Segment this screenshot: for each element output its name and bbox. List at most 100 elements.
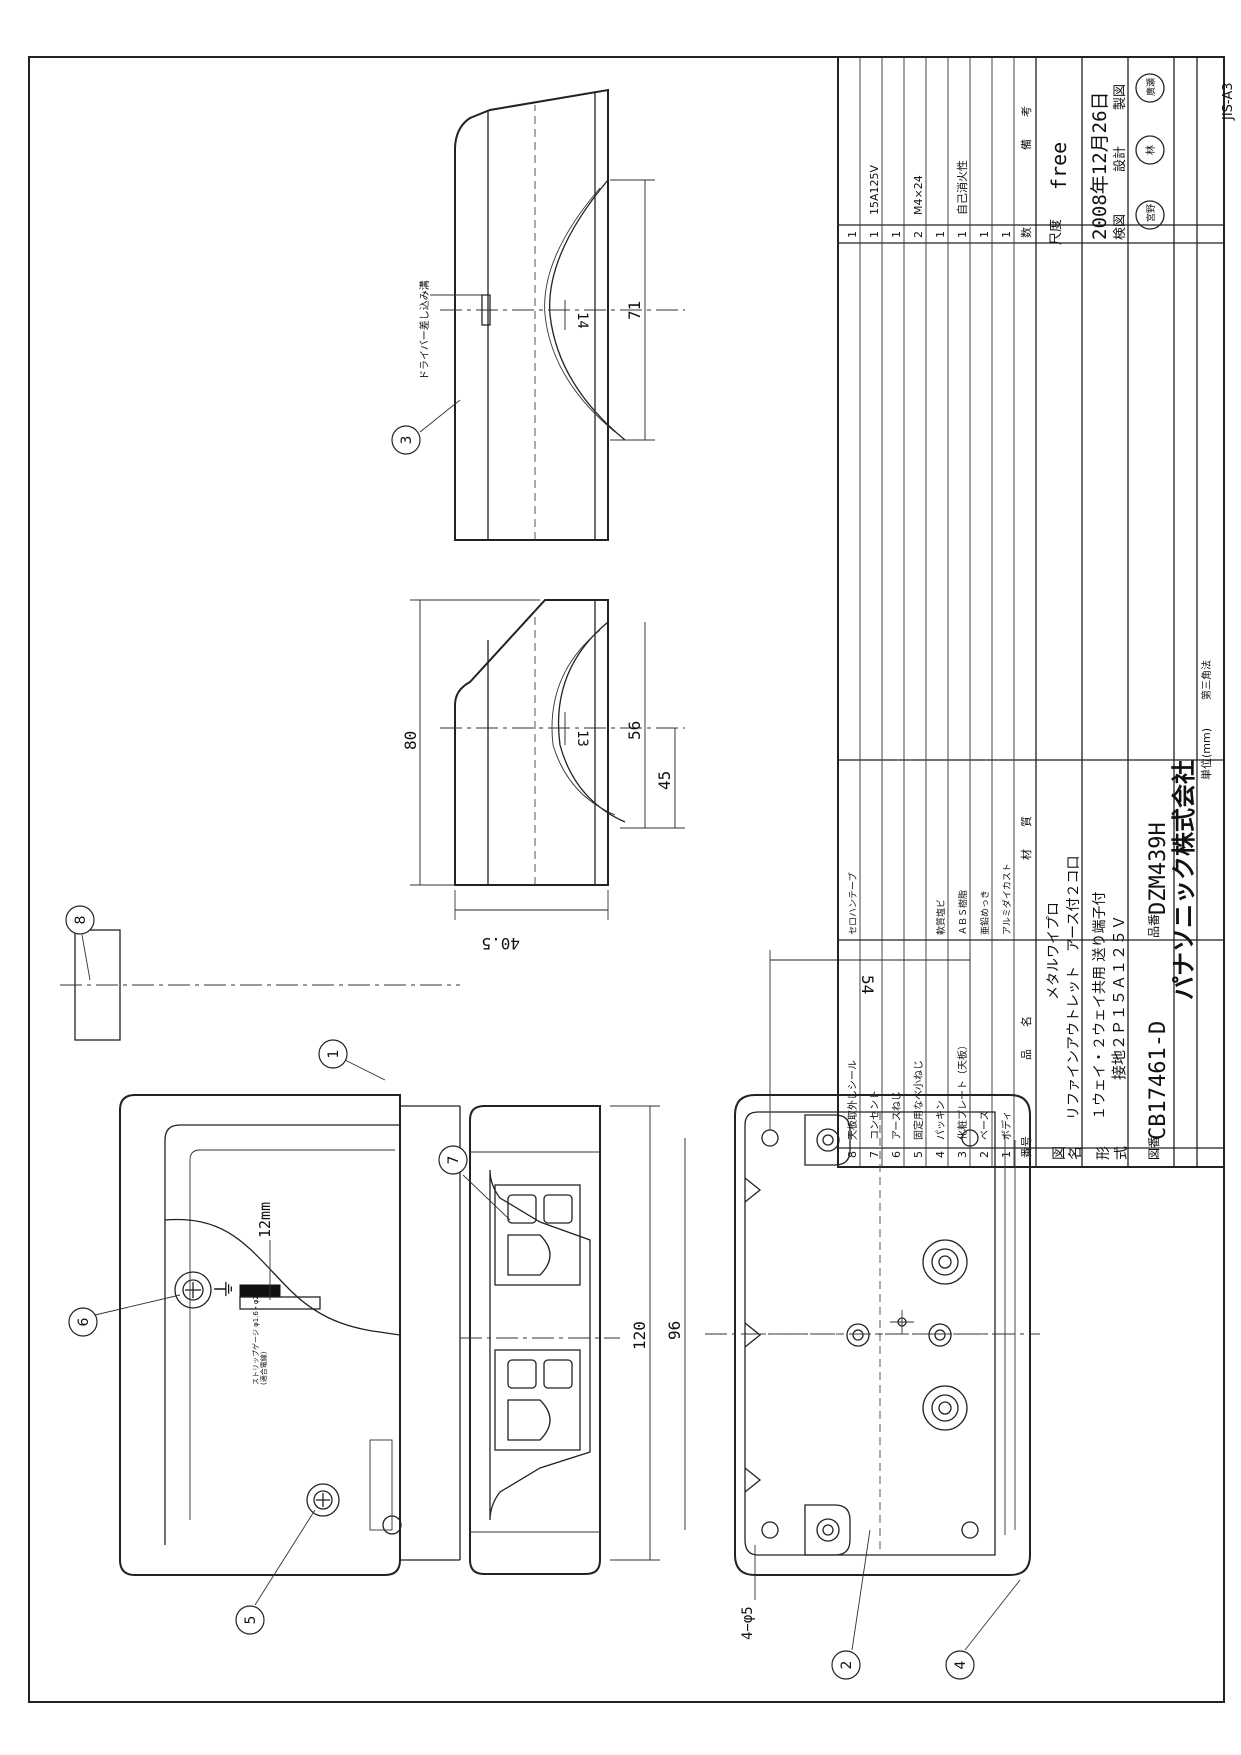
parts-row-qty: 2: [912, 231, 925, 238]
parts-row-qty: 1: [890, 231, 903, 238]
label-zu: 図: [1052, 1146, 1068, 1160]
parts-row-no: 4: [934, 1151, 947, 1158]
parts-row-no: 2: [978, 1151, 991, 1158]
parts-row-material: セロハンテープ: [848, 873, 859, 935]
design-label: 設計: [1112, 146, 1128, 172]
driver-slot-note: ドライバー差し込み溝: [418, 280, 431, 380]
dim-40-5: 40.5: [481, 934, 520, 953]
view-side-top: 12mm ストリップゲージ φ1.6・φ2 (適合電線) ⏚: [60, 929, 461, 1576]
parts-row-qty: 1: [846, 231, 859, 238]
parts-row-material: ＡＢＳ樹脂: [957, 890, 969, 935]
drawing-name-line1: メタルワイプロ: [1046, 902, 1062, 1000]
label-zuban: 図番: [1147, 1136, 1161, 1160]
dim-54: 54: [858, 975, 877, 994]
svg-text:3: 3: [399, 436, 415, 445]
title-block: 番号 品 名 材 質 数 備 考 8天板取外しシールセロハンテープ17コンセント…: [837, 56, 1236, 1168]
part-number: DZM439H: [1146, 822, 1171, 915]
balloon-8: [65, 905, 95, 935]
view-base: [705, 1094, 1040, 1576]
parts-row-name: ベース: [979, 1111, 991, 1141]
parts-row-qty: 1: [956, 231, 969, 238]
check-label: 検図: [1113, 214, 1128, 240]
paper-size-label: JIS-A3: [1221, 83, 1236, 122]
label-mei: 名: [1068, 1146, 1084, 1160]
scale-value: free: [1047, 142, 1071, 190]
parts-row-no: 1: [1000, 1151, 1013, 1158]
wire-spec-note: ストリップゲージ φ1.6・φ2: [251, 1295, 260, 1385]
svg-text:1: 1: [326, 1050, 342, 1059]
parts-row-material: 軟質塩ビ: [935, 899, 947, 935]
label-kata: 形: [1096, 1146, 1112, 1160]
scale-label: 尺度: [1048, 219, 1064, 245]
view-front-outlets: [460, 1105, 620, 1575]
parts-row-no: 7: [868, 1151, 881, 1158]
parts-row-qty: 1: [868, 231, 881, 238]
svg-text:7: 7: [446, 1156, 462, 1165]
balloon-6: [68, 1307, 98, 1337]
parts-row-name: 天板取外しシール: [846, 1060, 859, 1140]
header-material: 材 質: [1019, 816, 1033, 860]
stamp-draw: [1135, 73, 1165, 103]
label-shiki: 式: [1114, 1146, 1130, 1160]
dim-56: 56: [625, 721, 644, 740]
parts-row-name: ボディ: [1000, 1111, 1013, 1140]
drawing-date: 2008年12月26日: [1089, 91, 1111, 240]
stamp-check: [1135, 200, 1165, 230]
dim-45: 45: [655, 771, 674, 790]
dimensions: 120 96 54 80 56 45 13 40.5 71 14 4−φ5 ドラ…: [401, 179, 971, 1640]
drawing-name-line2: リファインアウトレット アース付２コ口: [1066, 856, 1082, 1120]
parts-row-name: 化粧プレート（天板）: [956, 1040, 969, 1140]
dim-hole: 4−φ5: [740, 1606, 756, 1640]
parts-row-qty: 1: [934, 231, 947, 238]
svg-text:6: 6: [76, 1317, 92, 1326]
projection-label: 第三角法: [1200, 660, 1213, 700]
svg-text:4: 4: [953, 1660, 969, 1669]
balloons: 1 2 3 4 5 6 7 8: [65, 399, 1021, 1680]
parts-row-qty: 1: [1000, 231, 1013, 238]
balloon-2: [831, 1650, 861, 1680]
parts-row-remark: M4×24: [912, 175, 925, 215]
balloon-5: [235, 1605, 265, 1635]
balloon-7: [438, 1145, 468, 1175]
svg-text:2: 2: [839, 1661, 855, 1670]
parts-row-name: アースねじ: [891, 1091, 903, 1140]
parts-row-remark: 自己消火性: [955, 160, 969, 215]
header-name: 品 名: [1019, 1016, 1033, 1060]
parts-row-material: 亜鉛めっき: [979, 890, 991, 935]
parts-row-no: 5: [912, 1151, 925, 1158]
balloon-4: [945, 1650, 975, 1680]
view-end-left: [440, 599, 685, 886]
dim-71: 71: [625, 301, 644, 320]
dim-80: 80: [401, 731, 420, 750]
draw-label: 製図: [1113, 84, 1128, 110]
stamp-design: [1135, 135, 1165, 165]
parts-row-name: パッキン: [935, 1100, 947, 1140]
parts-row-no: 8: [846, 1151, 859, 1158]
parts-row-no: 3: [956, 1151, 969, 1158]
drawing-number: CB17461-D: [1146, 1021, 1171, 1140]
parts-row-material: アルミダイカスト: [1001, 863, 1013, 935]
wire-spec-note2: (適合電線): [259, 1351, 268, 1385]
parts-list-rows: 8天板取外しシールセロハンテープ17コンセント115A125V6アースねじ15固…: [846, 160, 1013, 1158]
company-name: パナソニック株式会社: [1170, 760, 1198, 1000]
parts-row-qty: 1: [978, 231, 991, 238]
parts-row-name: 固定用なべ小ねじ: [912, 1060, 925, 1140]
header-remark: 備 考: [1020, 106, 1033, 150]
view-end-right: [440, 88, 685, 541]
svg-text:廣瀬: 廣瀬: [1145, 78, 1157, 96]
dim-96: 96: [665, 1321, 684, 1340]
balloon-1: [318, 1039, 348, 1069]
dim-13: 13: [574, 730, 590, 747]
header-qty: 数: [1020, 227, 1033, 238]
parts-row-name: コンセント: [869, 1090, 881, 1140]
svg-text:宮野: 宮野: [1145, 204, 1157, 222]
balloon-3: [391, 425, 421, 455]
unit-label: 単位(mm): [1199, 728, 1213, 780]
model-line1: １ウェイ・２ウェイ共用 送り端子付: [1092, 892, 1108, 1120]
ground-icon: ⏚: [213, 1278, 238, 1300]
label-hinban: 品番: [1147, 914, 1161, 938]
dim-14: 14: [574, 312, 590, 329]
svg-text:林: 林: [1144, 145, 1157, 155]
parts-row-no: 6: [890, 1151, 903, 1158]
